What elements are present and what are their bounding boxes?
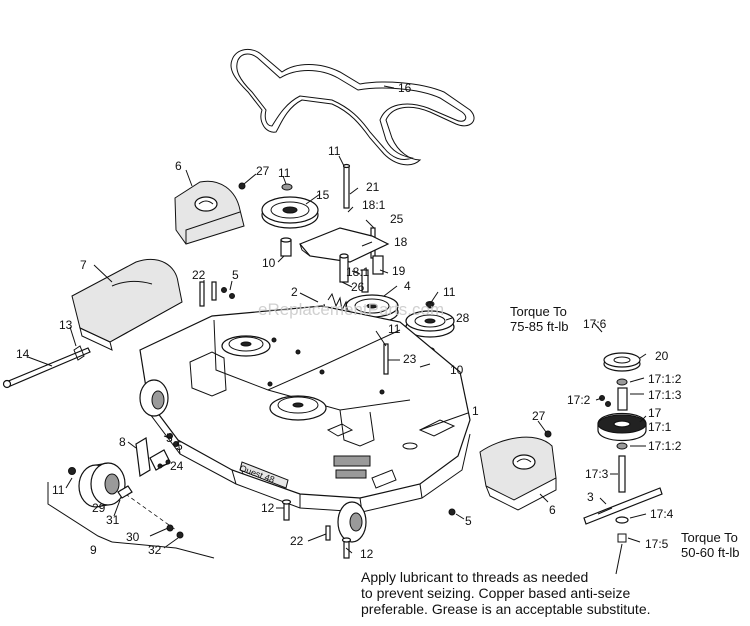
- callout-22: 22: [290, 534, 304, 548]
- callout-17-1-3: 17:1:3: [648, 388, 682, 402]
- callout-5: 5: [176, 439, 183, 453]
- callout-31: 31: [106, 513, 120, 527]
- idler-arm-assembly-18: [299, 163, 390, 293]
- idler-pulley-15: [261, 183, 319, 257]
- callout-1: 1: [472, 404, 479, 418]
- callout-4: 4: [404, 279, 411, 293]
- callout-15: 15: [316, 188, 330, 202]
- callout-21: 21: [366, 180, 380, 194]
- callout-11: 11: [52, 483, 65, 497]
- belt-cover-6-right: [479, 436, 557, 511]
- lubricant-note-line2: to prevent seizing. Copper based anti-se…: [361, 585, 631, 601]
- drive-belt-16: [230, 48, 475, 166]
- deck-cover-7: [71, 259, 183, 351]
- hardware-bolts: [68, 182, 552, 559]
- gauge-wheel-deck: [337, 501, 367, 543]
- callout-26: 26: [351, 280, 365, 294]
- callout-18-1: 18:1: [346, 265, 370, 279]
- callout-12: 12: [360, 547, 374, 561]
- callout-5: 5: [166, 431, 173, 445]
- callout-17-1-2: 17:1:2: [648, 372, 682, 386]
- callout-27: 27: [256, 164, 270, 178]
- callout-8: 8: [119, 435, 126, 449]
- axle-bolt-31: [117, 485, 184, 539]
- callout-23: 23: [403, 352, 417, 366]
- callout-11: 11: [388, 322, 401, 336]
- callout-18-1: 18:1: [362, 198, 386, 212]
- callout-22: 22: [192, 268, 206, 282]
- torque-lower-line2: 50-60 ft-lb: [681, 545, 740, 560]
- lubricant-note: Apply lubricant to threads as needed to …: [361, 569, 651, 617]
- lubricant-note-line3: preferable. Grease is an acceptable subs…: [361, 601, 651, 617]
- callout-29: 29: [92, 501, 106, 515]
- torque-lower-line1: Torque To: [681, 530, 738, 545]
- spindle-assembly-17: [583, 352, 663, 543]
- callout-18: 18: [394, 235, 408, 249]
- callout-32: 32: [148, 543, 162, 557]
- callout-28: 28: [456, 311, 470, 325]
- callout-17-5: 17:5: [645, 537, 669, 551]
- mower-deck-1: [139, 305, 471, 513]
- callout-11: 11: [443, 285, 456, 299]
- callout-17: 17: [648, 406, 662, 420]
- callout-3: 3: [587, 490, 594, 504]
- callout-12: 12: [261, 501, 275, 515]
- callout-20: 20: [655, 349, 669, 363]
- callout-10: 10: [450, 363, 464, 377]
- callout-13: 13: [59, 318, 73, 332]
- callout-10: 10: [262, 256, 276, 270]
- callout-5: 5: [232, 268, 239, 282]
- torque-note-upper: Torque To 75-85 ft-lb: [510, 304, 569, 334]
- callout-17-3: 17:3: [585, 467, 609, 481]
- callout-14: 14: [16, 347, 30, 361]
- callout-11: 11: [328, 144, 341, 158]
- callout-11: 11: [278, 166, 291, 180]
- bracket-8: [135, 437, 171, 477]
- lift-rod-14: [2, 345, 91, 389]
- callout-24: 24: [170, 459, 184, 473]
- callout-30: 30: [126, 530, 140, 544]
- callout-5: 5: [465, 514, 472, 528]
- deck-decal-area: [239, 455, 397, 489]
- callout-16: 16: [398, 81, 412, 95]
- callout-6: 6: [549, 503, 556, 517]
- callout-25: 25: [390, 212, 404, 226]
- torque-note-lower: Torque To 50-60 ft-lb: [681, 530, 740, 560]
- front-caster-wheel-left: [139, 379, 169, 417]
- lubricant-note-line1: Apply lubricant to threads as needed: [361, 569, 589, 585]
- caster-wheel-29: [78, 462, 126, 508]
- callout-17-4: 17:4: [650, 507, 674, 521]
- callout-9: 9: [90, 543, 97, 557]
- callout-2: 2: [291, 285, 298, 299]
- belt-cover-6-left: [174, 180, 245, 245]
- torque-upper-line2: 75-85 ft-lb: [510, 319, 569, 334]
- watermark: eReplacementParts.com: [258, 300, 445, 319]
- callout-6: 6: [175, 159, 182, 173]
- callout-17-2: 17:2: [567, 393, 591, 407]
- callout-19: 19: [392, 264, 406, 278]
- callout-7: 7: [80, 258, 87, 272]
- callout-17-1: 17:1: [648, 420, 672, 434]
- callout-27: 27: [532, 409, 546, 423]
- callout-17-6: 17:6: [583, 317, 607, 331]
- leader-lines: [27, 85, 647, 575]
- torque-upper-line1: Torque To: [510, 304, 567, 319]
- callout-17-1-2: 17:1:2: [648, 439, 682, 453]
